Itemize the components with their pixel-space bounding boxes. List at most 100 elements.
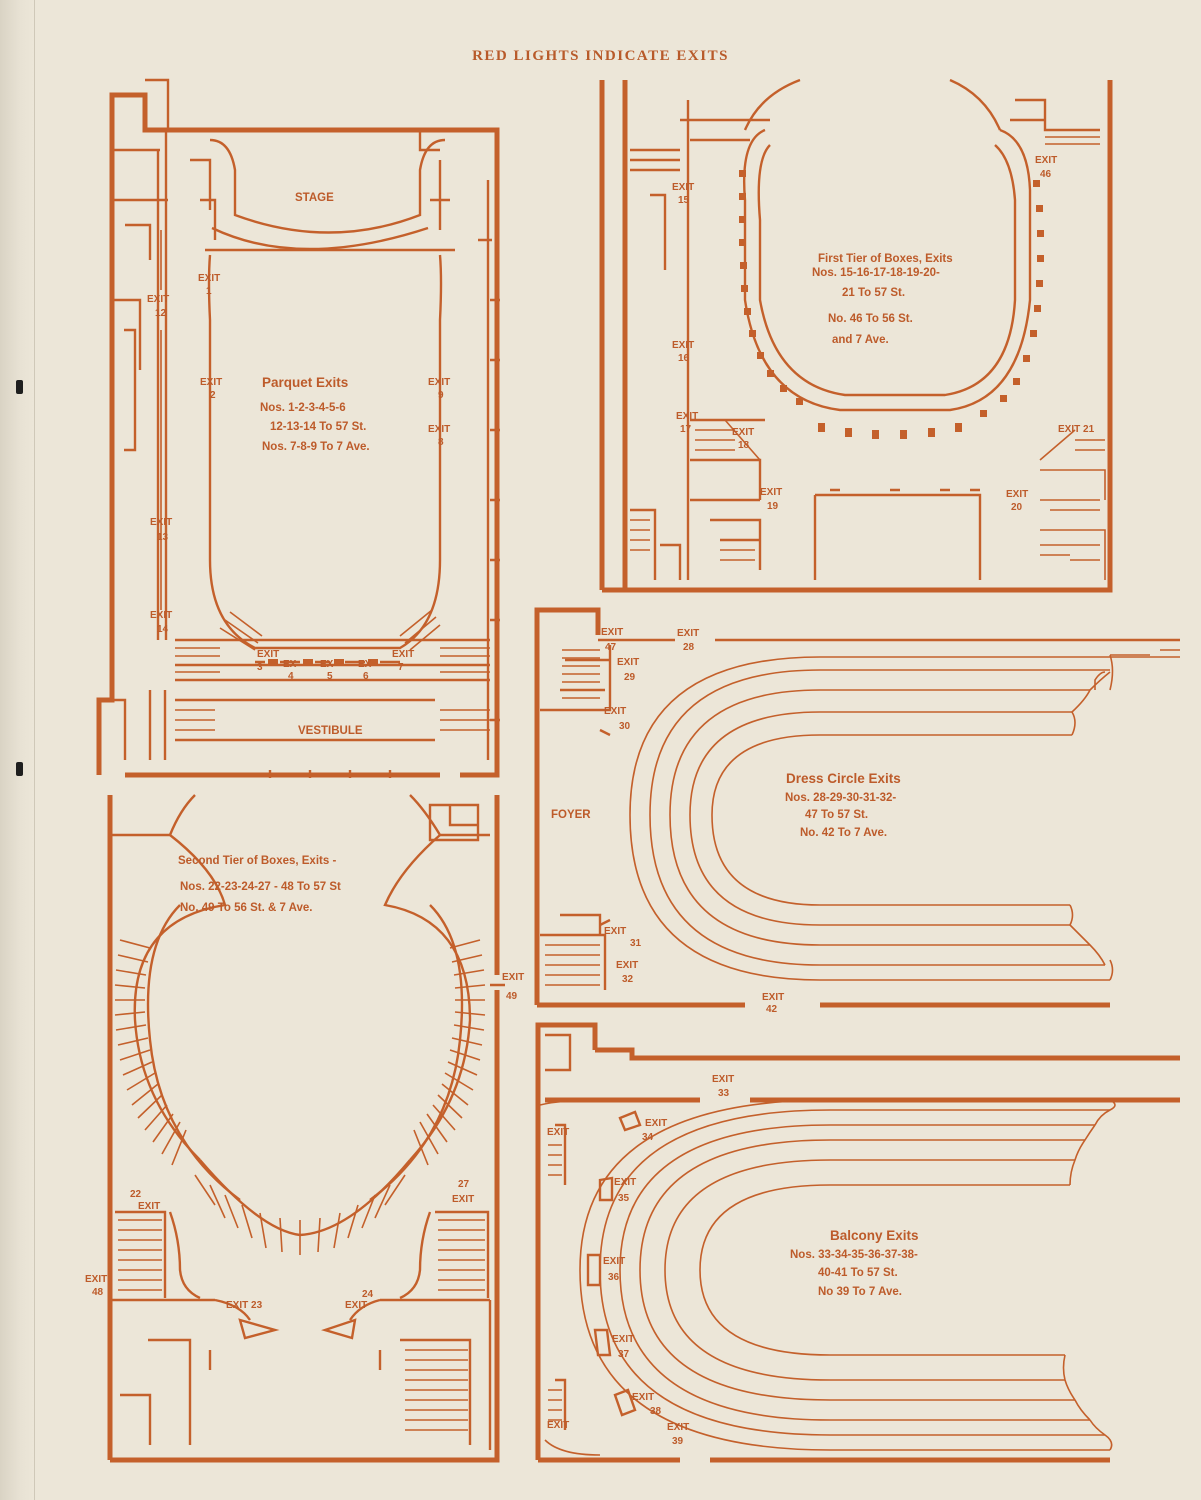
balcony-line: 40-41 To 57 St. — [818, 1267, 898, 1279]
exit-label: EXIT — [760, 487, 782, 498]
exit-number: 9 — [438, 390, 444, 401]
balcony-line: Nos. 33-34-35-36-37-38- — [790, 1249, 918, 1261]
first-tier-line: 21 To 57 St. — [842, 287, 905, 299]
balcony-plan: Balcony Exits Nos. 33-34-35-36-37-38- 40… — [535, 1022, 1180, 1463]
exit-label: EXIT — [614, 1177, 636, 1188]
exit-label: EXIT — [676, 411, 698, 422]
exit-label: EXIT — [645, 1118, 667, 1129]
exit-label: EXIT — [85, 1274, 107, 1285]
exit-label: EXIT — [392, 649, 414, 660]
exit-label: EXIT — [502, 972, 524, 983]
exit-label: EXIT — [616, 960, 638, 971]
page-heading: RED LIGHTS INDICATE EXITS — [472, 48, 729, 64]
second-tier-plan: Second Tier of Boxes, Exits - Nos. 22-23… — [85, 794, 524, 1463]
exit-label: EXIT — [150, 610, 172, 621]
exit-label: EXIT — [617, 657, 639, 668]
exit-label: EXIT — [1006, 489, 1028, 500]
exit-label: EX — [283, 659, 297, 670]
exit-number: 2 — [210, 390, 216, 401]
dress-circle-line: Dress Circle Exits — [786, 771, 901, 786]
exit-label: EXIT — [604, 926, 626, 937]
exit-number: 38 — [650, 1406, 662, 1417]
exit-number: 5 — [327, 671, 333, 682]
second-tier-line: Nos. 22-23-24-27 - 48 To 57 St — [180, 881, 341, 893]
exit-number: 15 — [678, 195, 690, 206]
first-tier-plan: First Tier of Boxes, Exits Nos. 15-16-17… — [599, 78, 1113, 593]
exit-label: EXIT — [672, 182, 694, 193]
exit-label: EXIT — [428, 377, 450, 388]
exit-label: EXIT — [547, 1127, 569, 1138]
exit-number: 36 — [608, 1272, 620, 1283]
exit-number: 8 — [438, 437, 444, 448]
exit-label: EXIT — [345, 1300, 367, 1311]
parquet-line: 12-13-14 To 57 St. — [270, 421, 366, 433]
exit-number: 42 — [766, 1004, 778, 1015]
parquet-plan: STAGE VESTIBULE Parquet Exits Nos. 1-2-3… — [96, 78, 500, 778]
exit-number: 7 — [398, 662, 404, 673]
exit-label: EXIT — [612, 1334, 634, 1345]
exit-label: EXIT — [150, 517, 172, 528]
parquet-title: Parquet Exits — [262, 375, 348, 390]
exit-label: EXIT — [604, 706, 626, 717]
exit-number: 14 — [157, 624, 169, 635]
exit-label: EXIT — [603, 1256, 625, 1267]
exit-label: EXIT — [632, 1392, 654, 1403]
exit-number: 37 — [618, 1349, 630, 1360]
exit-label: EXIT — [601, 627, 623, 638]
exit-number: 6 — [363, 671, 369, 682]
first-tier-line: First Tier of Boxes, Exits — [818, 253, 953, 265]
exit-number: 28 — [683, 642, 695, 653]
exit-number: 24 — [362, 1289, 374, 1300]
exit-label: EXIT — [712, 1074, 734, 1085]
exit-number: 12 — [155, 308, 167, 319]
exit-number: 20 — [1011, 502, 1023, 513]
first-tier-line: and 7 Ave. — [832, 334, 889, 346]
exit-label: EXIT — [667, 1422, 689, 1433]
first-tier-line: Nos. 15-16-17-18-19-20- — [812, 267, 940, 279]
exit-number: 27 — [458, 1179, 470, 1190]
exit-number: 48 — [92, 1287, 104, 1298]
parquet-line: Nos. 7-8-9 To 7 Ave. — [262, 441, 370, 453]
exit-number: 16 — [678, 353, 690, 364]
binding-staple — [16, 762, 23, 776]
exit-number: 49 — [506, 991, 518, 1002]
exit-label: EXIT — [428, 424, 450, 435]
exit-label: EXIT — [672, 340, 694, 351]
foyer-label: FOYER — [551, 809, 591, 821]
first-tier-line: No. 46 To 56 St. — [828, 313, 913, 325]
parquet-line: Nos. 1-2-3-4-5-6 — [260, 402, 346, 414]
second-tier-line: Second Tier of Boxes, Exits - — [178, 855, 336, 867]
exit-number: 19 — [767, 501, 779, 512]
exit-number: 22 — [130, 1189, 142, 1200]
exit-number: 13 — [157, 532, 169, 543]
dress-circle-line: No. 42 To 7 Ave. — [800, 827, 887, 839]
exit-label: EXIT 21 — [1058, 424, 1095, 435]
exit-number: 46 — [1040, 169, 1052, 180]
exit-number: 1 — [206, 286, 212, 297]
box-markers — [739, 170, 1044, 439]
exit-label: EXIT — [138, 1201, 160, 1212]
dress-circle-line: 47 To 57 St. — [805, 809, 868, 821]
exit-number: 32 — [622, 974, 634, 985]
exit-number: 35 — [618, 1193, 630, 1204]
exit-label: EXIT — [732, 427, 754, 438]
balcony-line: Balcony Exits — [830, 1228, 919, 1243]
dress-circle-plan: Dress Circle Exits Nos. 28-29-30-31-32- … — [534, 607, 1180, 1015]
binding-staple — [16, 380, 23, 394]
second-tier-line: No. 49 To 56 St. & 7 Ave. — [180, 902, 313, 914]
exit-number: 29 — [624, 672, 636, 683]
dress-circle-line: Nos. 28-29-30-31-32- — [785, 792, 896, 804]
exit-label: EXIT — [1035, 155, 1057, 166]
stage-label: STAGE — [295, 192, 334, 204]
exit-label: EXIT — [547, 1420, 569, 1431]
exit-label: EXIT — [762, 992, 784, 1003]
binding-gutter — [0, 0, 35, 1500]
exit-number: 33 — [718, 1088, 730, 1099]
exit-number: 30 — [619, 721, 631, 732]
exit-number: 3 — [257, 662, 263, 673]
exit-label: EXIT — [147, 294, 169, 305]
exit-label: EX — [320, 659, 334, 670]
exit-label: EXIT — [257, 649, 279, 660]
